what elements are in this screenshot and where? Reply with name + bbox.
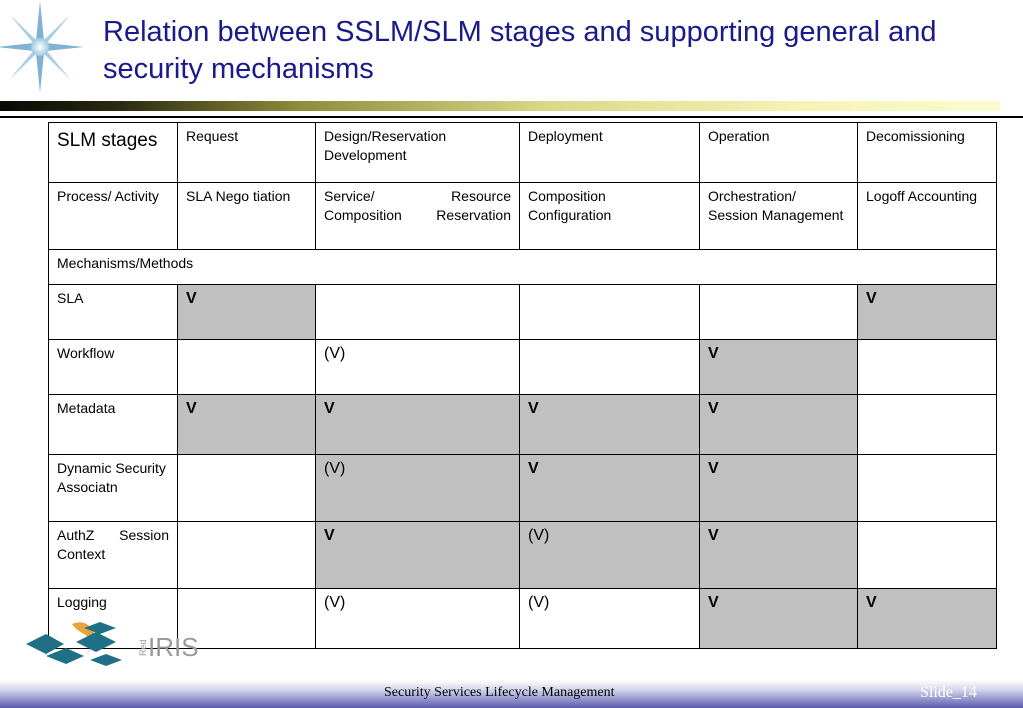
mark-cell: V — [315, 521, 520, 589]
star-burst-icon — [0, 1, 84, 93]
mark-cell: V — [519, 454, 700, 522]
mark-cell — [177, 521, 316, 589]
activity-cell: SLA Nego tiation — [177, 182, 316, 250]
mark-cell: (V) — [519, 588, 700, 649]
header-cell: Design/Reservation Development — [315, 122, 520, 183]
header-cell: Deployment — [519, 122, 700, 183]
activity-cell: Service/ Resource Composition Reservatio… — [315, 182, 520, 250]
mark-cell: V — [699, 394, 858, 455]
mark: (V) — [324, 345, 346, 362]
mechanism-row: Dynamic Security Associatn (V) V V — [48, 454, 997, 522]
mark-cell: V — [519, 394, 700, 455]
mechanism-label: SLA — [48, 284, 178, 340]
mark-cell — [177, 454, 316, 522]
mechanism-row: Workflow (V) V — [48, 339, 997, 395]
footer-band — [0, 680, 1023, 708]
mark: (V) — [324, 460, 346, 477]
mechanism-label: Workflow — [48, 339, 178, 395]
mark-cell — [857, 394, 997, 455]
mark-cell — [857, 339, 997, 395]
mark-cell — [699, 284, 858, 340]
mark: V — [708, 345, 719, 362]
activity-cell: Orchestration/ Session Management — [699, 182, 858, 250]
mechanism-label: AuthZ Session Context — [48, 521, 178, 589]
mark-cell — [177, 588, 316, 649]
activity-cell: Logoff Accounting — [857, 182, 997, 250]
title-rule-line — [0, 116, 1023, 118]
mark: V — [866, 290, 877, 307]
mark-cell — [177, 339, 316, 395]
mark-cell: V — [857, 588, 997, 649]
header-cell: Decomissioning — [857, 122, 997, 183]
mark-cell — [315, 284, 520, 340]
mark: V — [708, 594, 719, 611]
stages-header-row: SLM stages Request Design/Reservation De… — [48, 122, 997, 183]
slide-title: Relation between SSLM/SLM stages and sup… — [103, 16, 937, 85]
mark: V — [528, 460, 539, 477]
mark: V — [186, 400, 197, 417]
mark: (V) — [528, 594, 550, 611]
mechanism-row: Logging (V) (V) V V — [48, 588, 997, 649]
mark-cell — [519, 284, 700, 340]
mechanism-row: AuthZ Session Context V (V) V — [48, 521, 997, 589]
mark: (V) — [528, 527, 550, 544]
mark-cell: (V) — [315, 454, 520, 522]
mark: V — [708, 527, 719, 544]
mark-cell: V — [699, 588, 858, 649]
title-rule-gradient — [0, 101, 1000, 111]
mark: V — [866, 594, 877, 611]
header-cell: Request — [177, 122, 316, 183]
mark-cell: V — [857, 284, 997, 340]
mark-cell: V — [177, 394, 316, 455]
mechanism-row: Metadata V V V V — [48, 394, 997, 455]
mark-cell — [857, 521, 997, 589]
mechanism-label: Dynamic Security Associatn — [48, 454, 178, 522]
mark: V — [528, 400, 539, 417]
logo-side-text: Red — [138, 639, 148, 656]
mechanism-label: Logging — [48, 588, 178, 649]
mark-cell: V — [699, 521, 858, 589]
section-row: Mechanisms/Methods — [48, 249, 997, 285]
mark: (V) — [324, 594, 346, 611]
footer-title: Security Services Lifecycle Management — [384, 685, 615, 700]
activity-row: Process/ Activity SLA Nego tiation Servi… — [48, 182, 997, 250]
mark-cell: (V) — [315, 588, 520, 649]
logo-word: IRIS — [148, 632, 199, 662]
mechanism-row: SLA V V — [48, 284, 997, 340]
mark-cell: V — [177, 284, 316, 340]
activity-cell: Process/ Activity — [48, 182, 178, 250]
mark-cell: V — [699, 339, 858, 395]
rediris-logo: Red IRIS — [26, 622, 199, 666]
mechanism-label: Metadata — [48, 394, 178, 455]
mark: V — [324, 527, 335, 544]
mark-cell: (V) — [315, 339, 520, 395]
header-cell: SLM stages — [48, 122, 178, 183]
mark: V — [324, 400, 335, 417]
stages-mechanisms-table: SLM stages Request Design/Reservation De… — [48, 122, 997, 649]
mark-cell — [857, 454, 997, 522]
mark-cell: (V) — [519, 521, 700, 589]
mark: V — [708, 460, 719, 477]
slide-number: Slide_14 — [920, 684, 977, 701]
section-label: Mechanisms/Methods — [48, 249, 997, 285]
mark-cell — [519, 339, 700, 395]
activity-cell: Composition Configuration — [519, 182, 700, 250]
mark-cell: V — [315, 394, 520, 455]
mark: V — [186, 290, 197, 307]
header-cell: Operation — [699, 122, 858, 183]
mark-cell: V — [699, 454, 858, 522]
mark: V — [708, 400, 719, 417]
